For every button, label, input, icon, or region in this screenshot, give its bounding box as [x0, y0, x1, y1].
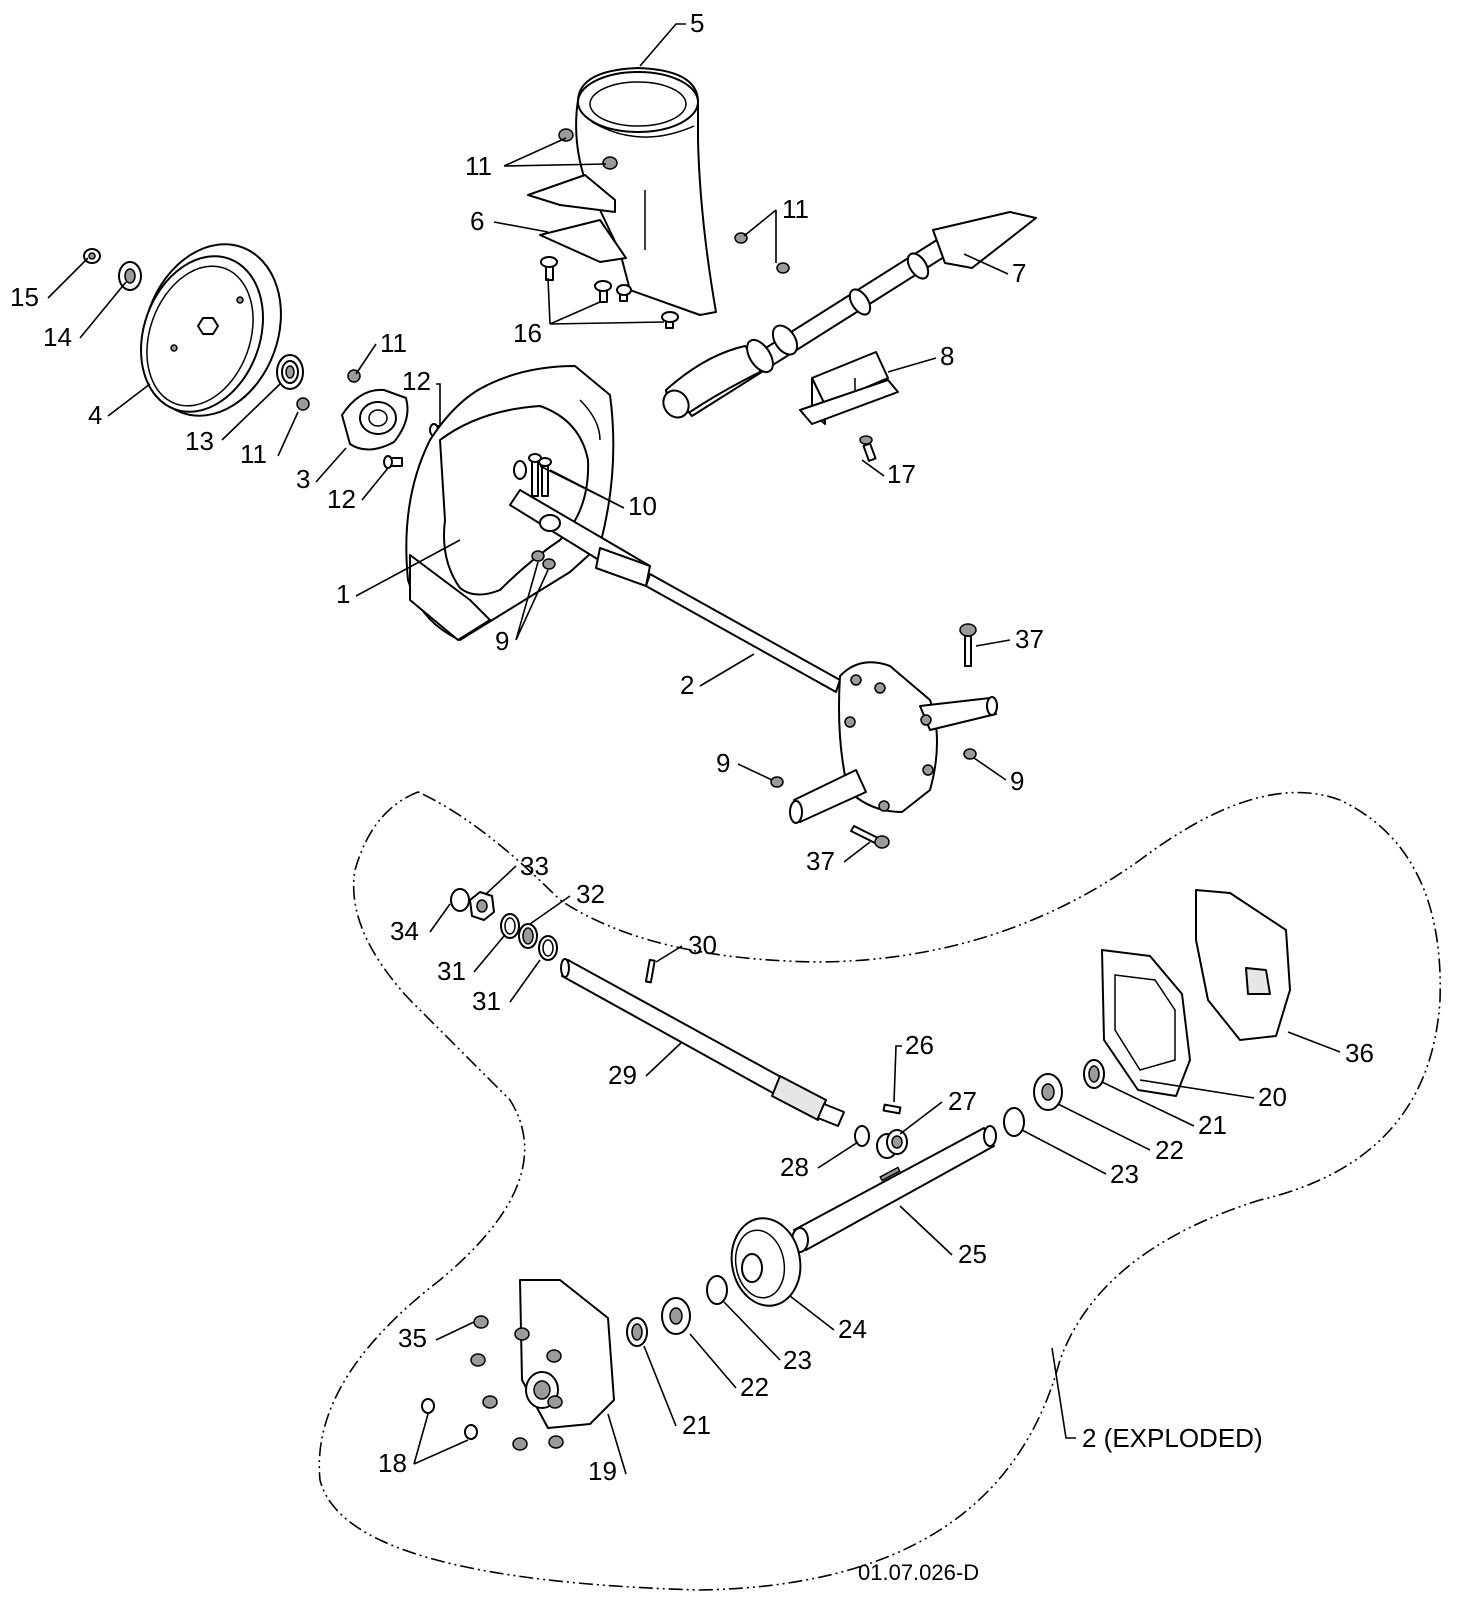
part-11-nuts-left: [296, 369, 361, 411]
part-29-worm-shaft: [560, 958, 845, 1127]
callout-c28: 28: [780, 1152, 809, 1182]
callout-c31b: 31: [472, 986, 501, 1016]
callout-c13: 13: [185, 426, 214, 456]
part-15-nut: [83, 248, 101, 264]
part-35-screws: [470, 1315, 564, 1451]
part-26-key: [882, 1103, 902, 1115]
callout-c27: 27: [948, 1086, 977, 1116]
callout-c11d: 11: [240, 439, 267, 469]
callout-c9a: 9: [495, 626, 509, 656]
part-9-nuts: [531, 550, 977, 788]
part-4-pulley: [140, 243, 282, 417]
part-8-bracket: [799, 351, 899, 425]
part-27-bushing: [876, 1129, 908, 1159]
callout-c9b: 9: [716, 748, 730, 778]
part-34-washer: [450, 888, 470, 912]
part-28-washer: [854, 1125, 870, 1147]
callout-c23b: 23: [783, 1345, 812, 1375]
exploded-label: 2 (EXPLODED): [1082, 1423, 1263, 1453]
callout-c33: 33: [520, 851, 549, 881]
part-17-screw: [859, 435, 877, 462]
part-3-flange: [341, 388, 409, 451]
callout-c12b: 12: [327, 484, 356, 514]
callout-c21a: 21: [1198, 1110, 1227, 1140]
part-33-nut: [469, 891, 495, 921]
callout-c29: 29: [608, 1060, 637, 1090]
part-16-bolts: [540, 256, 679, 329]
callout-c20: 20: [1258, 1082, 1287, 1112]
leader-lines: [47, 23, 1341, 1475]
part-7-crank-rod: [662, 211, 1037, 419]
callout-c30: 30: [688, 930, 717, 960]
callout-c19: 19: [588, 1456, 617, 1486]
callout-c36: 36: [1345, 1038, 1374, 1068]
part-37-bolts: [850, 623, 977, 849]
part-11-nuts-chute: [558, 128, 790, 274]
callout-c8: 8: [940, 341, 954, 371]
callout-c34: 34: [390, 916, 419, 946]
part-24-gear: [730, 1217, 802, 1307]
callout-c7: 7: [1012, 258, 1026, 288]
exploded-view-boundary: [318, 791, 1441, 1591]
callout-c22b: 22: [740, 1372, 769, 1402]
callout-c25: 25: [958, 1239, 987, 1269]
callout-c12a: 12: [402, 366, 431, 396]
part-10-bolts: [513, 453, 552, 497]
callout-c5: 5: [690, 8, 704, 38]
part-30-pin: [644, 958, 656, 984]
callout-c23a: 23: [1110, 1159, 1139, 1189]
callout-c6: 6: [470, 206, 484, 236]
part-21-seals: [626, 1059, 1105, 1347]
callout-c2: 2: [680, 670, 694, 700]
callout-c31a: 31: [437, 956, 466, 986]
part-20-gasket: [1101, 949, 1191, 1097]
callout-c14: 14: [43, 322, 72, 352]
callout-c11b: 11: [782, 194, 809, 224]
part-18-plugs: [421, 1398, 478, 1440]
part-22-bushings: [661, 1073, 1063, 1335]
callout-c11a: 11: [465, 151, 492, 181]
callout-c11c: 11: [380, 328, 407, 358]
part-1-housing: [405, 365, 651, 641]
callout-c32: 32: [576, 879, 605, 909]
part-19-half-housing: [519, 1279, 615, 1429]
callout-c18: 18: [378, 1448, 407, 1478]
callout-c35: 35: [398, 1323, 427, 1353]
callout-c22a: 22: [1155, 1135, 1184, 1165]
part-13-bearing: [276, 354, 304, 390]
callout-c17: 17: [887, 459, 916, 489]
callout-c26: 26: [905, 1030, 934, 1060]
callout-c21b: 21: [682, 1410, 711, 1440]
part-5-chute: [527, 67, 717, 316]
callout-c24: 24: [838, 1314, 867, 1344]
callout-c10: 10: [628, 491, 657, 521]
callout-c3: 3: [296, 464, 310, 494]
callout-c16: 16: [513, 318, 542, 348]
callout-c4: 4: [88, 400, 102, 430]
part-2-gearbox: [595, 547, 998, 824]
part-23-washers: [706, 1107, 1025, 1305]
callout-c9c: 9: [1010, 766, 1024, 796]
part-31-washers: [500, 913, 558, 961]
part-36-half-housing: [1195, 889, 1291, 1041]
callout-c37a: 37: [1015, 624, 1044, 654]
part-32-seal: [518, 923, 538, 949]
diagram-code: 01.07.026-D: [858, 1560, 979, 1585]
callout-c1: 1: [336, 579, 350, 609]
callout-c37b: 37: [806, 846, 835, 876]
callout-c15: 15: [10, 282, 39, 312]
